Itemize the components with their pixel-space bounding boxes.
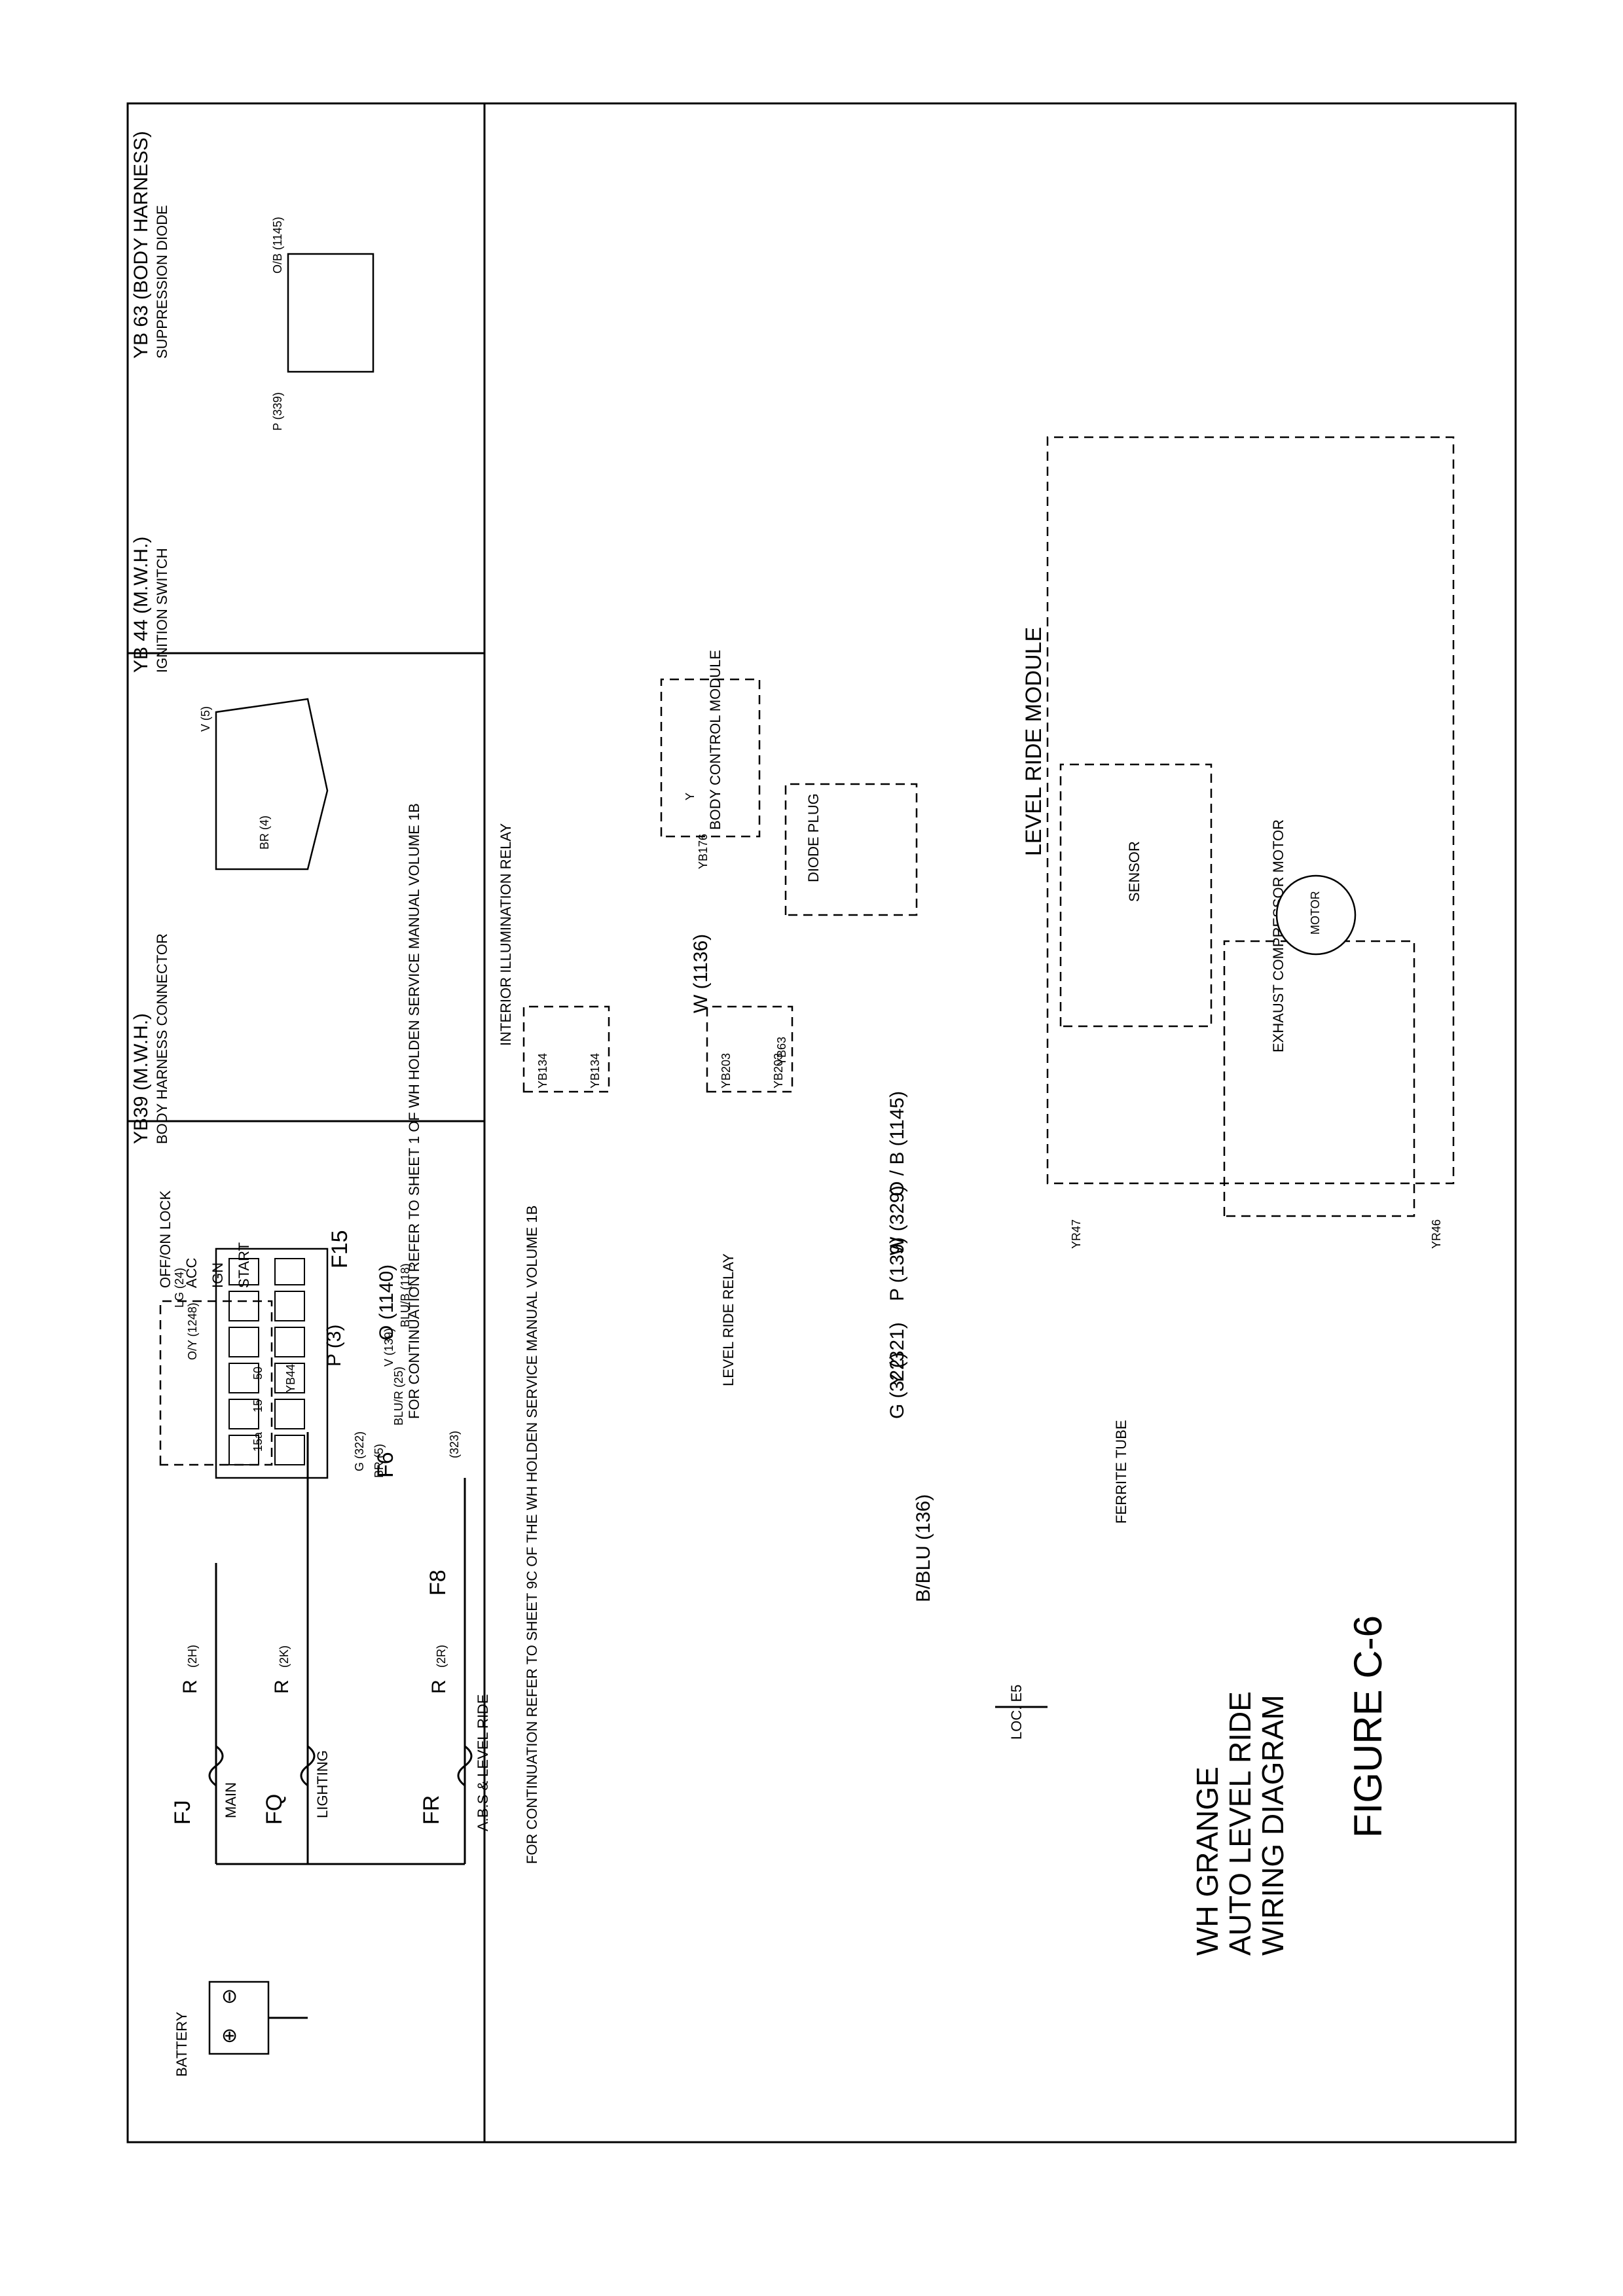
- level-ride-module: LEVEL RIDE MODULE SENSOR EXHAUST COMPRES…: [1021, 436, 1455, 1249]
- battery-positive: ⊕: [219, 2028, 240, 2044]
- ign-out-wire: P (3): [323, 1325, 345, 1367]
- interior-relay-label: INTERIOR ILLUMINATION RELAY: [498, 823, 514, 1046]
- sensor-label: SENSOR: [1126, 841, 1142, 902]
- fr-wire: R: [428, 1679, 450, 1694]
- yb63-subtitle: SUPPRESSION DIODE: [154, 205, 170, 359]
- fr-label: FR: [419, 1795, 444, 1825]
- title-line-1: WH GRANGE: [1190, 1767, 1224, 1956]
- fj-wire: R: [179, 1679, 201, 1694]
- fj-label: FJ: [170, 1800, 195, 1825]
- ign-acc: ACC: [183, 1257, 200, 1288]
- fq-circuit: LIGHTING: [314, 1750, 331, 1818]
- connector-panel-yb63: YB 63 (BODY HARNESS) SUPPRESSION DIODE P…: [130, 131, 374, 431]
- fusible-link-fr: FR A.B.S & LEVEL RIDE R (2R): [419, 1478, 491, 1864]
- f15-label: F15: [327, 1230, 352, 1268]
- outer-frame: [126, 102, 1517, 2144]
- battery-negative: ⊖: [219, 1988, 240, 2005]
- yb134-conn: YB134: [536, 1053, 549, 1088]
- fj-circuit: MAIN: [223, 1782, 239, 1818]
- yb203-conn: YB203: [772, 1053, 785, 1088]
- ferrite-label: FERRITE TUBE: [1113, 1420, 1129, 1524]
- yb63-connector-body: [287, 253, 374, 373]
- yb134-conn: YB134: [589, 1053, 602, 1088]
- note-sheet1: FOR CONTINUATION REFER TO SHEET 1 OF WH …: [406, 803, 422, 1419]
- ign-term-50: 50: [251, 1367, 264, 1380]
- battery-label: BATTERY: [173, 2011, 190, 2077]
- fq-wire-no: (2K): [278, 1645, 291, 1668]
- yb39-pin: V (139): [382, 1328, 395, 1367]
- yb44-subtitle: IGNITION SWITCH: [154, 548, 170, 673]
- f8-label: F8: [426, 1570, 450, 1596]
- fq-label: FQ: [262, 1794, 287, 1825]
- ign-connector: YB44: [284, 1364, 297, 1393]
- battery: BATTERY ⊕ ⊖: [173, 1981, 270, 2077]
- fq-wire: R: [271, 1679, 293, 1694]
- wire-p-139: P (139): [886, 1237, 908, 1301]
- level-ride-relay-label: LEVEL RIDE RELAY: [720, 1253, 737, 1386]
- ign-ign: IGN: [210, 1263, 226, 1288]
- ground-label: LOC. E5: [1008, 1685, 1025, 1740]
- yb39-pin: G (322): [353, 1431, 366, 1471]
- bcm-label: BODY CONTROL MODULE: [707, 650, 723, 830]
- yb39-pin: BLU/B (118): [399, 1263, 412, 1327]
- yb63-conn: YB63: [775, 1037, 788, 1066]
- yb44-pin: BR (4): [258, 816, 271, 850]
- fusible-link-fq: FQ LIGHTING R (2K): [262, 1432, 331, 1864]
- ign-off-on-lock: OFF/ON LOCK: [157, 1191, 173, 1288]
- fr-wire-no: (2R): [435, 1645, 448, 1668]
- diode-plug: DIODE PLUG YB63: [775, 783, 918, 1066]
- motor-label: MOTOR: [1309, 891, 1322, 935]
- interior-illumination-relay: INTERIOR ILLUMINATION RELAY YB134 YB134: [498, 823, 610, 1093]
- wire-ob-1145: O / B (1145): [886, 1091, 908, 1196]
- yb63-title: YB 63 (BODY HARNESS): [130, 131, 152, 359]
- yb39-pin: BLU/R (25): [392, 1367, 405, 1426]
- yb176-conn: YB176: [697, 834, 710, 869]
- note-sheet9c: FOR CONTINUATION REFER TO SHEET 9C OF TH…: [524, 1206, 540, 1864]
- f6-label: F6: [373, 1452, 398, 1478]
- yb44-title: YB 44 (M.W.H.): [130, 537, 152, 673]
- fr-circuit: A.B.S & LEVEL RIDE: [475, 1695, 491, 1832]
- diode-plug-label: DIODE PLUG: [805, 793, 822, 882]
- ignition-switch: OFF/ON LOCK ACC IGN START 15a 15 50 YB44…: [157, 1191, 345, 1466]
- wire-w-329: W (329): [886, 1185, 908, 1255]
- yb63-pin: O/B (1145): [271, 217, 284, 274]
- title-block: WH GRANGE AUTO LEVEL RIDE WIRING DIAGRAM…: [1190, 1615, 1390, 1956]
- yb39-subtitle: BODY HARNESS CONNECTOR: [154, 933, 170, 1144]
- title-line-2: AUTO LEVEL RIDE: [1223, 1691, 1257, 1956]
- yb39-pin: LG (24): [173, 1268, 186, 1308]
- connector-panel-yb39: YB39 (M.W.H.) BODY HARNESS CONNECTOR LG …: [128, 933, 484, 1479]
- fj-wire-no: (2H): [186, 1645, 199, 1668]
- wire-y-321: Y (321): [886, 1322, 908, 1386]
- body-control-module: BODY CONTROL MODULE Y YB176: [660, 650, 761, 869]
- ign-term-15a: 15a: [251, 1431, 264, 1452]
- yr47-conn: YR47: [1070, 1219, 1083, 1249]
- level-ride-relay: LEVEL RIDE RELAY YB203 YB203: [706, 1005, 793, 1386]
- yb39-title: YB39 (M.W.H.): [130, 1013, 152, 1144]
- wire-o-1140: O (1140): [376, 1265, 397, 1340]
- title-line-3: WIRING DIAGRAM: [1256, 1695, 1290, 1956]
- figure-label: FIGURE C-6: [1346, 1615, 1390, 1838]
- yb39-pin: O/Y (1248): [186, 1302, 199, 1360]
- ground: LOC. E5: [995, 1685, 1048, 1740]
- yr46-conn: YR46: [1430, 1219, 1443, 1249]
- yb63-pin: P (339): [271, 392, 284, 431]
- ign-term-15: 15: [251, 1399, 264, 1412]
- level-ride-module-label: LEVEL RIDE MODULE: [1021, 627, 1046, 856]
- bcm-pin: Y: [684, 793, 697, 800]
- wire-w-1136: W (1136): [690, 934, 712, 1013]
- connector-panel-yb44: YB 44 (M.W.H.) IGNITION SWITCH V (5) BR …: [128, 537, 484, 870]
- ign-start: START: [236, 1242, 252, 1288]
- wire-g-322: G (322): [886, 1352, 908, 1419]
- yb39-pin: BR (5): [373, 1444, 386, 1478]
- wire-bblu-136: B/BLU (136): [913, 1494, 934, 1602]
- yb203-conn: YB203: [720, 1053, 733, 1088]
- yb44-ignition-housing: [215, 698, 329, 870]
- fusible-link-fj: FJ MAIN R (2H): [170, 1563, 239, 1864]
- motor: [1275, 874, 1357, 956]
- wire-323: (323): [448, 1431, 461, 1458]
- yb44-pin: V (5): [199, 706, 212, 732]
